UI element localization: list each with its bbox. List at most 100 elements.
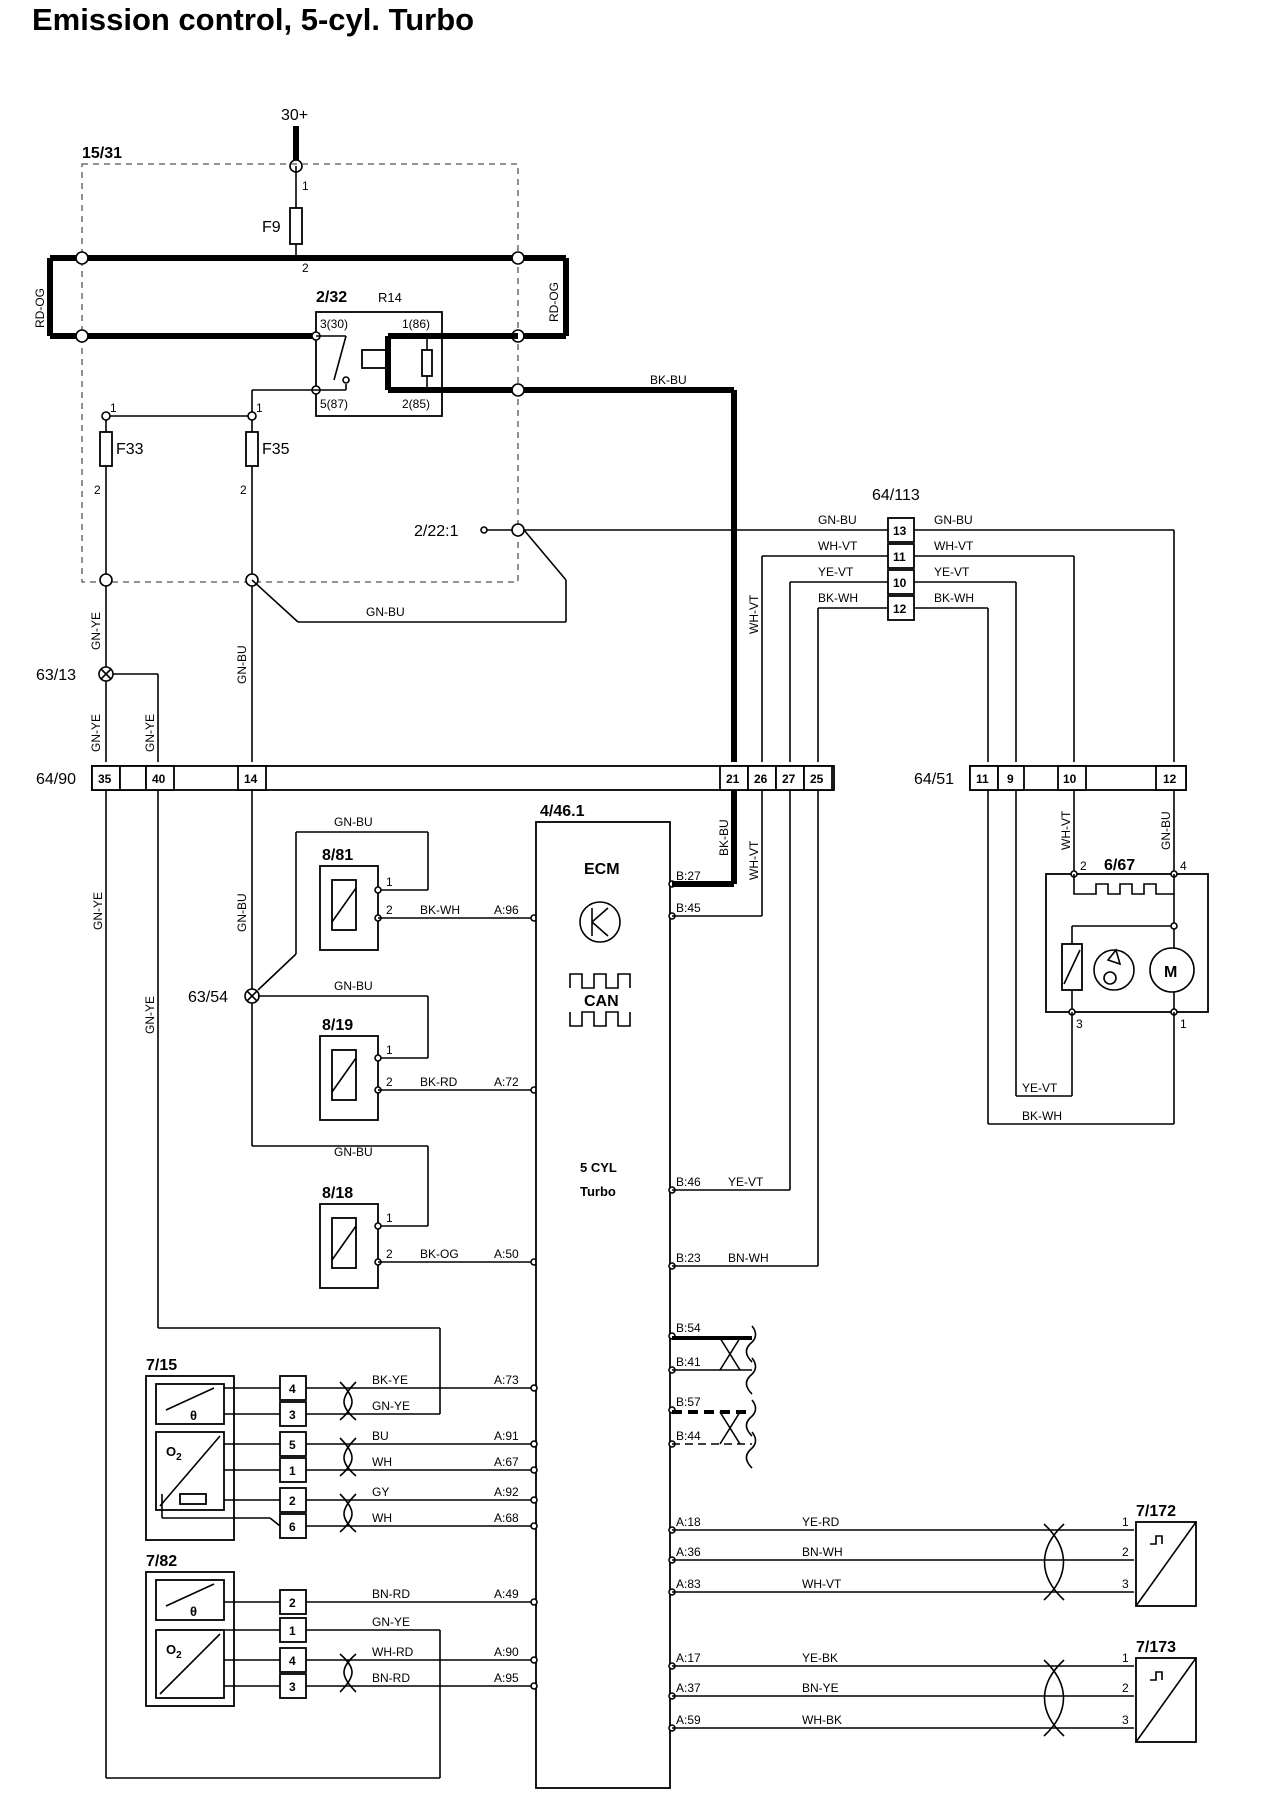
pin-number: 2 [240,483,247,497]
ecm-pin: A:36 [676,1545,701,1559]
wire-wh-vt-ecm: WH-VT [747,840,761,880]
injector-id: 8/81 [322,847,353,864]
module-6-67 [1045,873,1209,1013]
wire-label: GN-YE [372,1399,410,1413]
motor-icon [1149,947,1195,993]
wire-bk-bu-top: BK-BU [650,373,687,387]
wire-gn-bu-667: GN-BU [1159,811,1173,850]
wire-gn-ye-2: GN-YE [89,714,103,752]
wire-label: BN-WH [802,1545,843,1559]
ecm-can: CAN [584,993,619,1010]
wire-label: GY [372,1485,389,1499]
pin-number: 26 [754,772,768,786]
relay-pin-85: 2(85) [402,397,430,411]
wire-label: BK-OG [420,1247,459,1261]
wire-rd-og-left: RD-OG [33,288,47,328]
wire-label: GN-BU [934,513,973,527]
fuse-box-outline [81,163,519,583]
ecm-pin: A:83 [676,1577,701,1591]
pin-number: 21 [726,772,740,786]
pin-number: 12 [1163,772,1177,786]
fuse-box-label: 15/31 [82,145,122,162]
ecm-model-1: 5 CYL [580,1160,617,1175]
pin-number: 1 [386,1211,393,1225]
wire-label: GN-BU [334,815,373,829]
ecm-id: 4/46.1 [540,803,585,820]
pin-number: 6 [289,1520,296,1534]
ecm-pin: A:96 [494,903,519,917]
fuse-f9-label: F9 [262,219,281,236]
wire-gn-ye-1: GN-YE [89,612,103,650]
ecm-model-2: Turbo [580,1184,616,1199]
pin-number: 3 [1122,1577,1129,1591]
ecm-pin: A:91 [494,1429,519,1443]
pin-number: 4 [289,1382,296,1396]
pin-number: 2 [289,1596,296,1610]
pin-number: 1 [1180,1017,1187,1031]
ecm-pin: A:92 [494,1485,519,1499]
motor-label: M [1164,964,1177,981]
relay-name: R14 [378,290,402,305]
connector-64-51-label: 64/51 [914,771,954,788]
pin-number: 11 [893,550,906,564]
pin-number: 4 [289,1654,296,1668]
connector-64-113-label: 64/113 [872,487,920,504]
pin-number: 12 [893,602,907,616]
wire-label: BK-RD [420,1075,458,1089]
ecm-pin: B:44 [676,1429,701,1443]
pin-number: 4 [1180,859,1187,873]
wire-label: BK-WH [934,591,974,605]
ecm-pin: A:18 [676,1515,701,1529]
wire-bn-wh-ecm: BN-WH [728,1251,769,1265]
wire-gn-ye-5: GN-YE [143,996,157,1034]
pin-number: 9 [1007,772,1014,786]
fuse-f35 [245,431,259,467]
pin-number: 14 [244,772,258,786]
module-id: 6/67 [1104,857,1135,874]
wire-bk-wh-667: BK-WH [1022,1109,1062,1123]
transistor-icon [579,901,621,943]
pin-number: 2 [289,1494,296,1508]
ecm-pin: A:17 [676,1651,701,1665]
wire-gn-ye-4: GN-YE [91,892,105,930]
connector-64-90-label: 64/90 [36,771,76,788]
wire-label: GN-BU [334,1145,373,1159]
pin-number: 3 [289,1680,296,1694]
connector-64-90 [91,765,835,791]
sensor-id: 7/173 [1136,1639,1176,1656]
pin-number: 3 [1076,1017,1083,1031]
ecm-pin: B:45 [676,901,701,915]
theta-symbol: θ [190,1408,197,1423]
pin-number: 2 [1122,1681,1129,1695]
pin-number: 2 [1080,859,1087,873]
pin-number: 3 [289,1408,296,1422]
ecm-pin: A:90 [494,1645,519,1659]
pin-number: 1 [386,1043,393,1057]
pin-number: 1 [386,875,393,889]
injector-id: 8/18 [322,1185,353,1202]
pin-number: 1 [1122,1515,1129,1529]
wire-label: WH [372,1455,392,1469]
wire-label: GN-BU [818,513,857,527]
page-title: Emission control, 5-cyl. Turbo [32,2,475,37]
ecm-name: ECM [584,861,620,878]
pin-number: 3 [1122,1713,1129,1727]
pin-number: 25 [810,772,824,786]
pin-number: 2 [386,1247,393,1261]
wire-label: BK-WH [420,903,460,917]
wire-ye-vt-ecm: YE-VT [728,1175,764,1189]
can-signal-icon [569,973,631,989]
ecm-pin: A:49 [494,1587,519,1601]
relay-id: 2/32 [316,289,347,306]
wire-label: GN-BU [334,979,373,993]
ecm-pin: A:95 [494,1671,519,1685]
ecm-pin: B:27 [676,869,701,883]
ecm-pin: B:41 [676,1355,701,1369]
ecm-pin: A:73 [494,1373,519,1387]
wire-label: WH-VT [818,539,858,553]
pin-number: 1 [289,1624,296,1638]
splice-63-54-label: 63/54 [188,989,228,1006]
pin-number: 35 [98,772,112,786]
ecm-pin: B:54 [676,1321,701,1335]
